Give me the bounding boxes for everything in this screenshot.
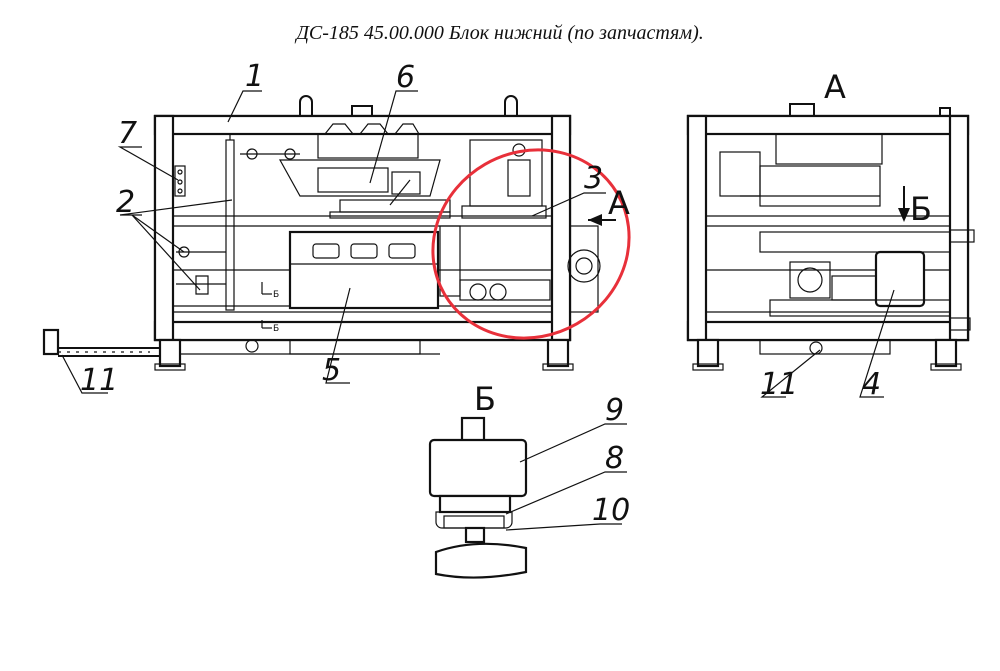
label-7: 7	[118, 116, 137, 151]
view-a-title: А	[824, 68, 846, 106]
label-1: 1	[245, 59, 264, 94]
section-mark-b-2: Б	[273, 324, 279, 334]
highlight-ellipse	[431, 148, 631, 340]
view-a-arrow-label: А	[608, 184, 630, 222]
front-view: Б Б	[42, 95, 616, 371]
label-6: 6	[396, 60, 415, 95]
side-view-a	[686, 103, 975, 371]
label-3: 3	[584, 161, 603, 196]
label-10: 10	[592, 493, 630, 528]
label-4: 4	[862, 367, 881, 402]
label-5: 5	[322, 353, 341, 388]
label-8: 8	[605, 441, 624, 476]
drawing-title: ДС-185 45.00.000 Блок нижний (по запчаст…	[296, 22, 704, 44]
label-9: 9	[605, 393, 624, 428]
detail-view-b	[428, 416, 528, 579]
leaders-front	[61, 90, 606, 394]
view-b-title: Б	[474, 380, 496, 418]
label-11-left: 11	[80, 363, 118, 398]
pump	[874, 250, 926, 308]
label-2: 2	[116, 185, 135, 220]
view-b-arrow-label: Б	[910, 190, 932, 228]
section-mark-b-1: Б	[273, 290, 279, 300]
label-11-right: 11	[760, 367, 798, 402]
